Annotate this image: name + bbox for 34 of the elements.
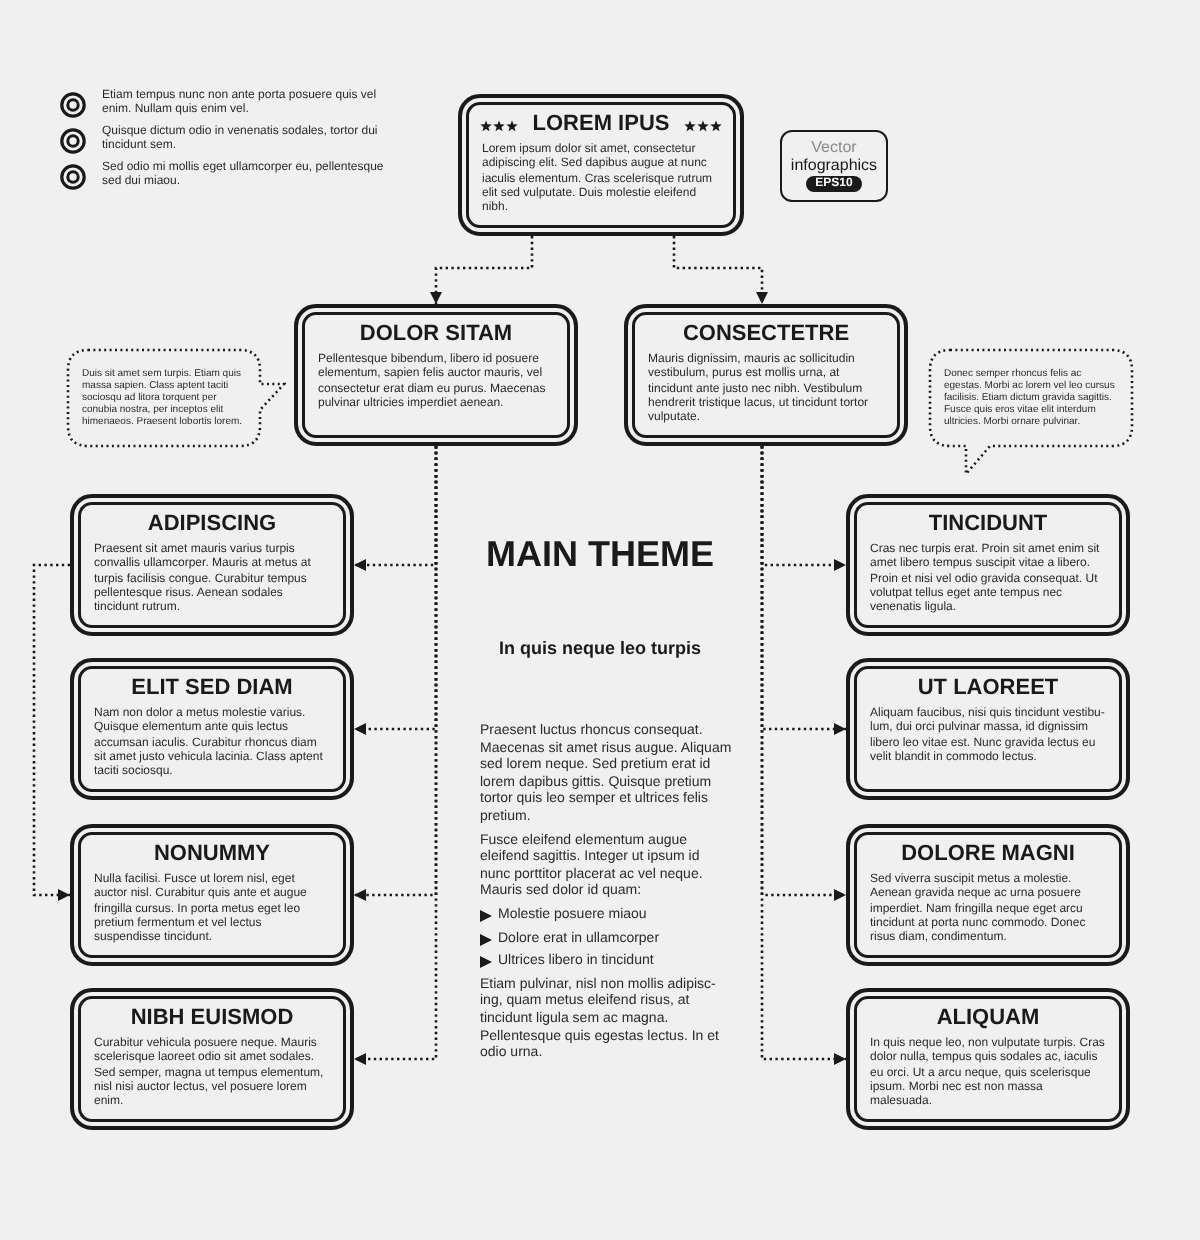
box-title: LOREM IPUS [532,112,670,138]
box-title: NONUMMY [153,842,271,868]
process-box [846,988,1130,1130]
badge-box [780,130,888,202]
process-box [70,988,354,1130]
dotted-arrow [32,563,70,901]
process-box [846,494,1130,636]
process-box [70,658,354,800]
box-title: DOLOR SITAM [359,322,513,348]
speech-bubble [928,348,1134,476]
dotted-arrow [760,446,846,1065]
dotted-arrow [430,236,534,304]
box-title: DOLORE MAGNI [901,842,1075,868]
box-title: ELIT SED DIAM [131,676,293,702]
box-title: UT LAOREET [917,676,1059,702]
box-title: TINCIDUNT [928,512,1048,538]
box-title: ADIPISCING [147,512,277,538]
process-box [846,658,1130,800]
process-box [70,494,354,636]
process-box [294,304,578,446]
process-box [846,824,1130,966]
process-box [458,94,744,236]
speech-bubble [66,348,286,448]
process-box [624,304,908,446]
process-box [70,824,354,966]
badge-text: infographics [790,156,878,174]
subheading: In quis neque leo turpis [498,638,701,660]
badge-text: Vector [811,140,857,156]
dotted-arrow [354,446,438,1065]
box-title: ALIQUAM [936,1006,1040,1032]
box-title: NIBH EUISMOD [130,1006,294,1032]
dotted-arrow [672,236,768,304]
box-title: CONSECTETRE [682,322,850,348]
main-heading: MAIN THEME [486,532,714,576]
